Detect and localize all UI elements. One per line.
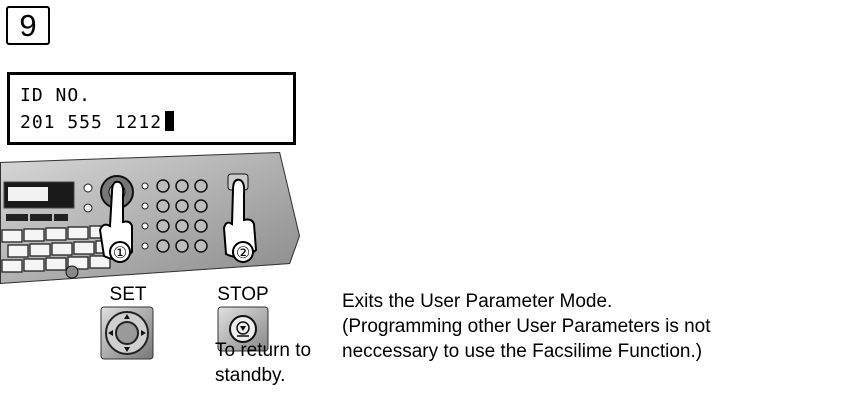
cursor-block-icon (165, 111, 175, 131)
set-dial-icon[interactable] (100, 306, 154, 360)
stop-key-label: STOP (217, 284, 269, 305)
callout-1: ① (113, 243, 127, 262)
lcd-display: ID NO. 201 555 1212 (7, 72, 296, 145)
hand-pointer-icon: ② (222, 178, 258, 263)
step-number: 9 (6, 6, 50, 45)
control-panel-illustration: ① ② (0, 152, 300, 284)
stop-key-icon[interactable] (217, 306, 269, 352)
description-line-1: Exits the User Parameter Mode. (342, 291, 613, 312)
callout-2: ② (236, 243, 250, 262)
stop-hint-line-1: To return to (215, 340, 312, 361)
id-number-value: 201 555 1212 (20, 112, 163, 133)
stop-hint: To return to standby. (215, 338, 311, 388)
description-line-3: neccessary to use the Facsilime Function… (342, 341, 703, 362)
description-line-2: (Programming other User Parameters is no… (342, 316, 711, 337)
stop-hint-line-2: standby. (215, 365, 286, 386)
set-key-label: SET (109, 284, 147, 305)
lcd-line-1: ID NO. (20, 85, 92, 106)
hand-pointer-icon: ① (98, 180, 133, 263)
step-description: Exits the User Parameter Mode. (Programm… (342, 289, 711, 364)
lcd-line-2: 201 555 1212 (20, 109, 293, 136)
